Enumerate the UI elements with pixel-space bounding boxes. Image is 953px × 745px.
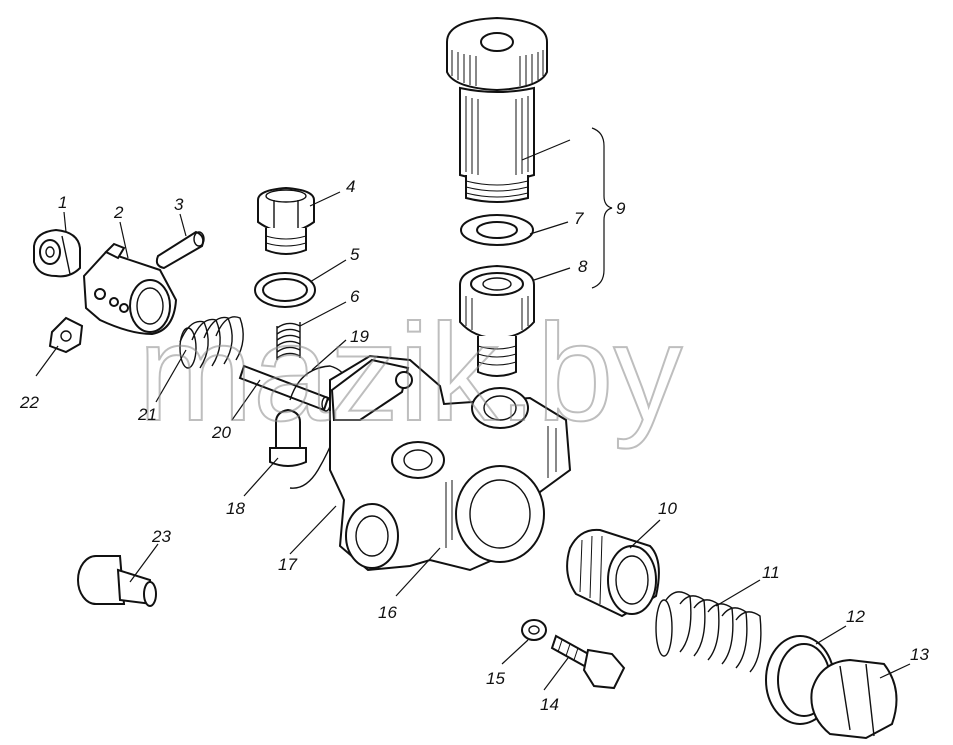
label-21: 21: [137, 405, 157, 424]
label-4: 4: [346, 177, 355, 196]
watermark-text: mazik.by: [138, 296, 682, 450]
label-6: 6: [350, 287, 360, 306]
part-sleeve-10: [566, 528, 660, 618]
part-spring-6: [276, 322, 301, 360]
group-brace-9: [591, 127, 613, 289]
label-1: 1: [58, 193, 67, 212]
part-housing-2: [82, 242, 178, 336]
label-13: 13: [910, 645, 929, 664]
part-rod-20: [238, 364, 331, 412]
label-7: 7: [574, 209, 584, 228]
label-23: 23: [151, 527, 171, 546]
part-number-labels: 1 2 3 4 5 6 7 8 9 10 11 12 13 14 15 16 1…: [19, 177, 929, 714]
part-spring-11: [655, 591, 762, 673]
part-seal-ring-5: [254, 272, 316, 308]
label-10: 10: [658, 499, 677, 518]
label-12: 12: [846, 607, 865, 626]
label-19: 19: [350, 327, 369, 346]
label-5: 5: [350, 245, 360, 264]
part-nut-1: [33, 228, 81, 278]
part-spring-21: [179, 316, 244, 369]
label-20: 20: [211, 423, 231, 442]
part-primer-pump: [446, 16, 548, 203]
part-bolt-14: [550, 634, 626, 690]
leader-lines: [35, 139, 911, 691]
label-18: 18: [226, 499, 245, 518]
part-pump-body-16: [329, 354, 572, 572]
part-lock-washer-15: [521, 619, 547, 641]
label-2: 2: [113, 203, 124, 222]
label-9: 9: [616, 199, 626, 218]
label-3: 3: [174, 195, 184, 214]
part-pin-3: [155, 230, 205, 270]
label-11: 11: [762, 563, 780, 582]
part-fitting-8: [459, 264, 535, 377]
part-washer-7: [460, 214, 534, 246]
label-16: 16: [378, 603, 397, 622]
label-14: 14: [540, 695, 559, 714]
label-22: 22: [19, 393, 39, 412]
part-plug-4: [257, 186, 315, 255]
label-8: 8: [578, 257, 588, 276]
label-17: 17: [278, 555, 297, 574]
part-cap-13: [810, 658, 898, 740]
part-nut-22: [48, 316, 84, 354]
part-fitting-23: [77, 555, 157, 607]
label-15: 15: [486, 669, 505, 688]
part-bolt-18: [269, 408, 307, 467]
